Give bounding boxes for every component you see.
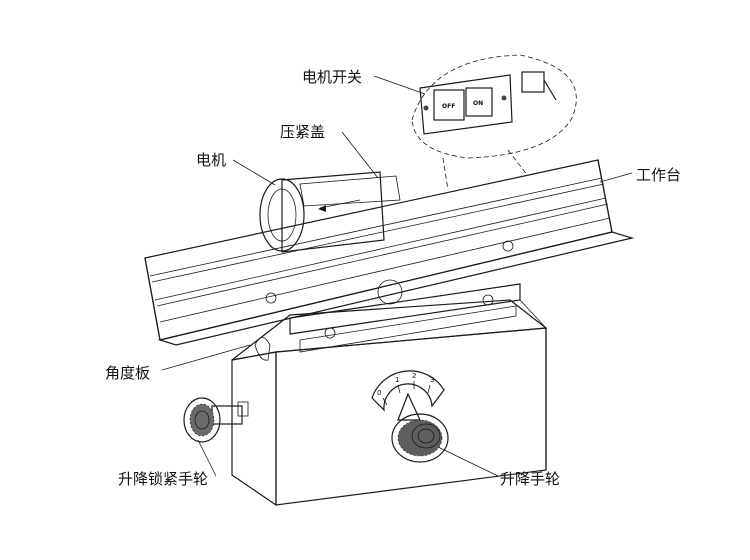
table-screw-left-icon [265, 292, 277, 304]
label-angle-plate: 角度板 [105, 364, 150, 382]
angle-plate-screw-right-icon [482, 294, 494, 306]
motor [259, 171, 401, 253]
dial-tick-2: 2 [412, 372, 416, 380]
label-worktable: 工作台 [636, 166, 681, 184]
label-motor: 电机 [196, 151, 226, 169]
label-motor-switch: 电机开关 [302, 68, 362, 86]
leader-lines [161, 75, 633, 477]
dial-pointer-icon [397, 392, 421, 421]
angle-plate-screw-left-icon [324, 327, 336, 339]
angle-plate [289, 279, 521, 353]
dial-tick-3: 3 [430, 376, 434, 384]
lift-dial: 0 1 2 3 [371, 370, 445, 421]
switch-off-button[interactable] [433, 89, 465, 121]
switch-screw-left-icon [423, 105, 429, 111]
lift-lock-handwheel[interactable] [183, 397, 249, 443]
table-screw-right-icon [502, 240, 514, 252]
worktable [144, 159, 635, 361]
label-lift-handwheel: 升降手轮 [500, 470, 560, 488]
switch-off-label: OFF [442, 103, 455, 110]
label-lift-lock-handwheel: 升降锁紧手轮 [118, 470, 208, 488]
base-box [231, 299, 548, 507]
dial-tick-0: 0 [377, 389, 381, 397]
switch-on-label: ON [473, 100, 483, 107]
motor-switch-zoom: OFF ON [411, 54, 577, 191]
switch-screw-right-icon [501, 95, 507, 101]
lift-handwheel[interactable] [391, 413, 449, 463]
dial-tick-1: 1 [395, 376, 399, 384]
switch-on-button[interactable] [465, 87, 493, 117]
label-press-cover: 压紧盖 [280, 123, 325, 141]
